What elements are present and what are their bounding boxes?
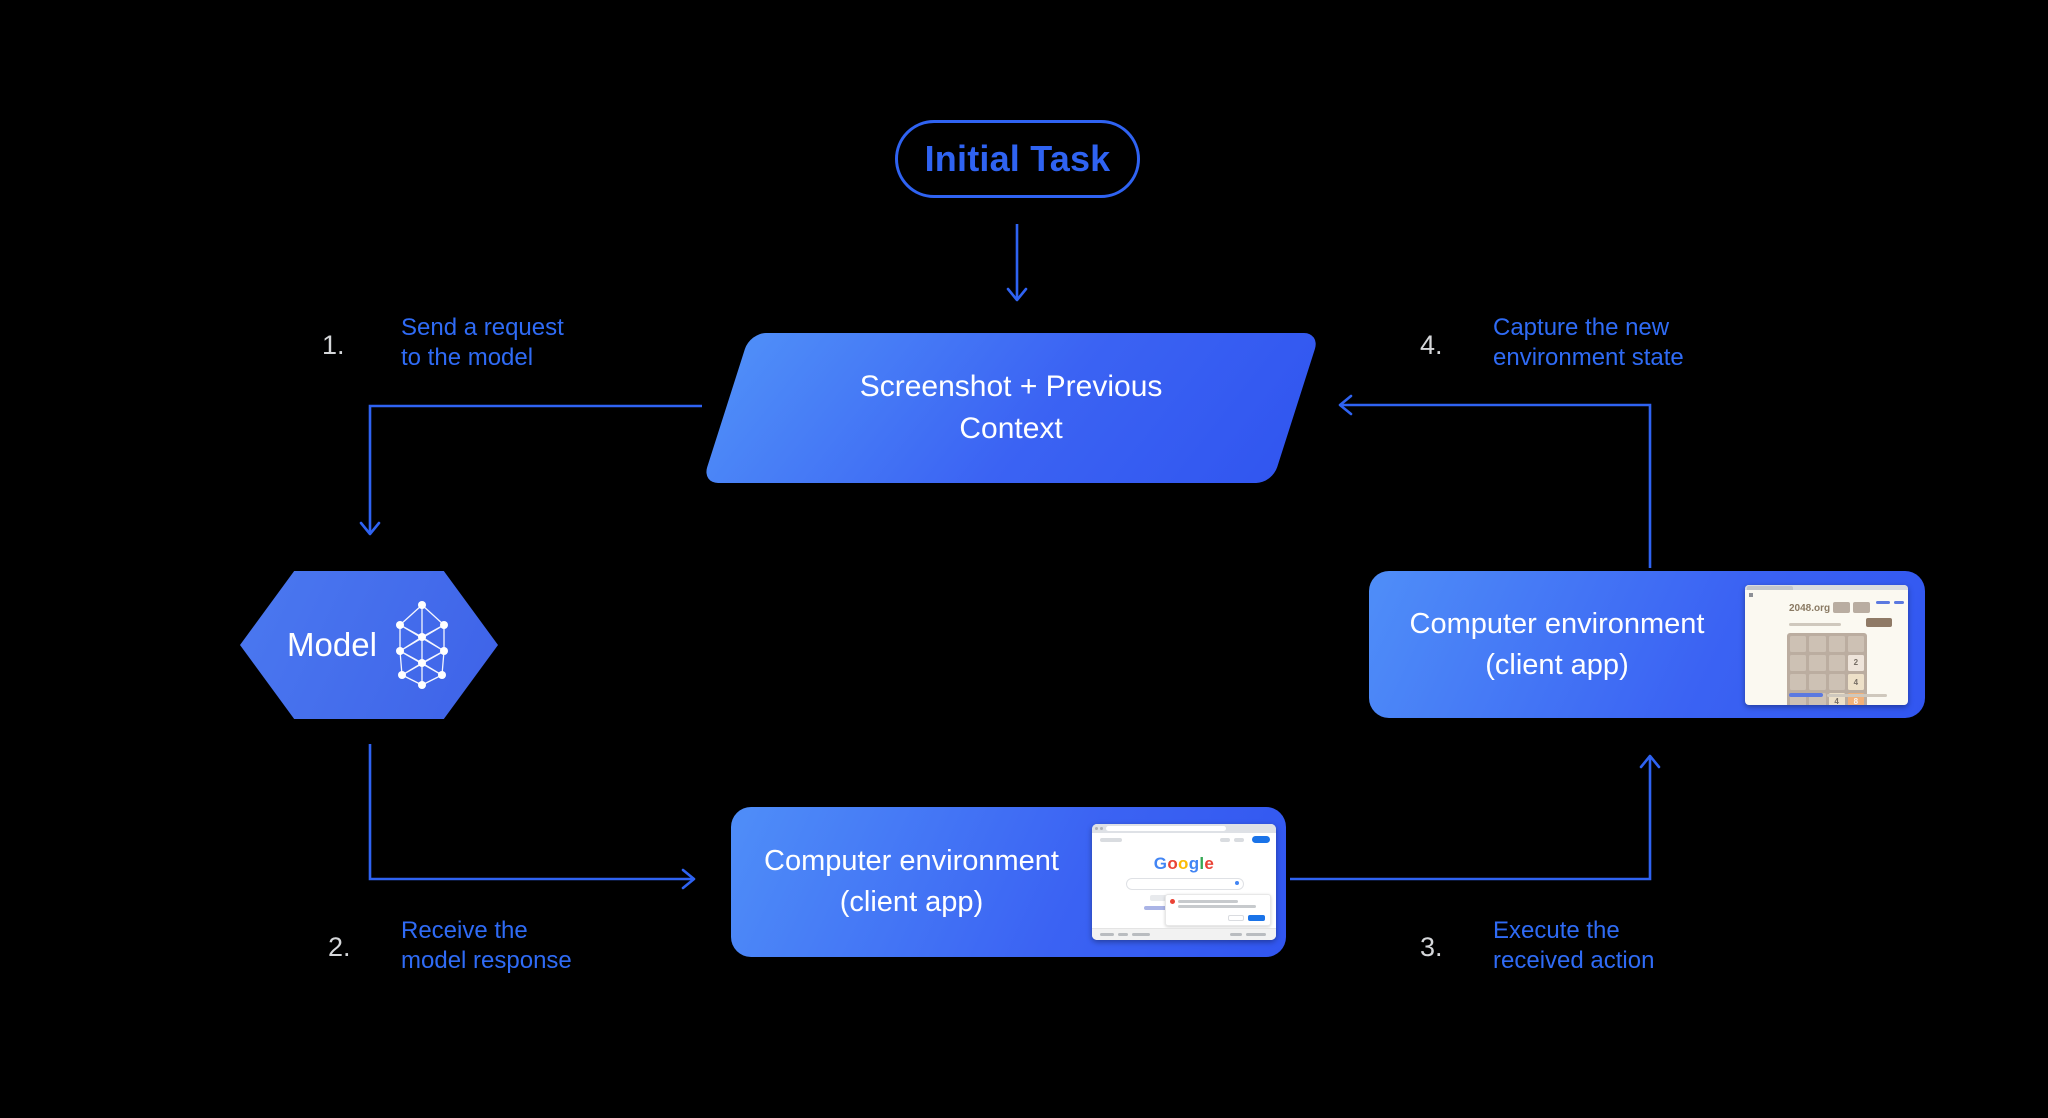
signin-button (1252, 836, 1270, 843)
browser-tabstrip (1745, 584, 1908, 590)
cookie-dialog (1165, 894, 1271, 926)
score-box (1833, 601, 1850, 613)
step-3-number: 3. (1420, 932, 1443, 962)
step-1-number: 1. (322, 330, 345, 360)
node-initial-task: Initial Task (895, 120, 1140, 198)
tile-2: 2 (1847, 654, 1864, 671)
node-env-client-bottom: Computer environment (client app) Google (731, 807, 1286, 957)
neural-network-icon (395, 601, 448, 689)
cookie-accept-button (1248, 915, 1265, 921)
node-env-client-right: Computer environment (client app) 2048.o… (1369, 571, 1925, 718)
new-game-button (1866, 617, 1892, 627)
cookie-dialog-icon (1170, 899, 1175, 904)
env-right-line1: Computer environment (1409, 607, 1705, 640)
intro-text (1789, 622, 1841, 626)
mic-icon (1235, 881, 1239, 885)
bottom-link (1789, 692, 1823, 697)
tile-4: 4 (1828, 693, 1845, 705)
step-3-label: Execute the received action (1493, 917, 1655, 974)
page-icon (1749, 592, 1753, 597)
google-logo: Google (1153, 854, 1215, 873)
screenshot-context-line2: Context (959, 412, 1063, 445)
arrow-context-to-model (359, 404, 702, 536)
search-input (1126, 878, 1244, 890)
step-4-label: Capture the new environment state (1493, 314, 1684, 371)
game-grid: 2 4 4 8 (1787, 632, 1867, 705)
site-title: 2048.org (1789, 602, 1831, 614)
bottom-text (1827, 693, 1887, 697)
initial-task-label: Initial Task (924, 138, 1111, 179)
env-bottom-line2: (client app) (839, 886, 984, 918)
arrow-env-to-context (1338, 394, 1652, 568)
address-bar (1106, 826, 1226, 831)
step-2-number: 2. (328, 932, 351, 962)
step-1-label: Send a request to the model (401, 314, 564, 371)
arrow-env-to-env (1290, 754, 1661, 881)
step-2-label: Receive the model response (401, 917, 572, 974)
node-screenshot-context: Screenshot + Previous Context (702, 333, 1320, 483)
tile-4: 4 (1847, 674, 1864, 691)
env-bottom-line1: Computer environment (764, 845, 1059, 877)
tile-8: 8 (1847, 693, 1864, 705)
arrow-model-to-env (368, 744, 696, 890)
env-right-line2: (client app) (1485, 648, 1629, 681)
screenshot-context-line1: Screenshot + Previous (859, 370, 1163, 403)
model-label: Model (287, 626, 377, 663)
cookie-settings-button (1228, 915, 1244, 921)
browser-topbar (1092, 824, 1276, 833)
footer-bar (1092, 928, 1276, 940)
top-link (1894, 600, 1904, 604)
top-link (1876, 600, 1890, 604)
game-2048-thumbnail: 2048.org 2 4 4 8 (1745, 584, 1908, 705)
step-4-number: 4. (1420, 330, 1443, 360)
google-homepage-thumbnail: Google (1092, 824, 1276, 940)
best-box (1853, 601, 1870, 613)
node-model: Model (240, 571, 498, 719)
